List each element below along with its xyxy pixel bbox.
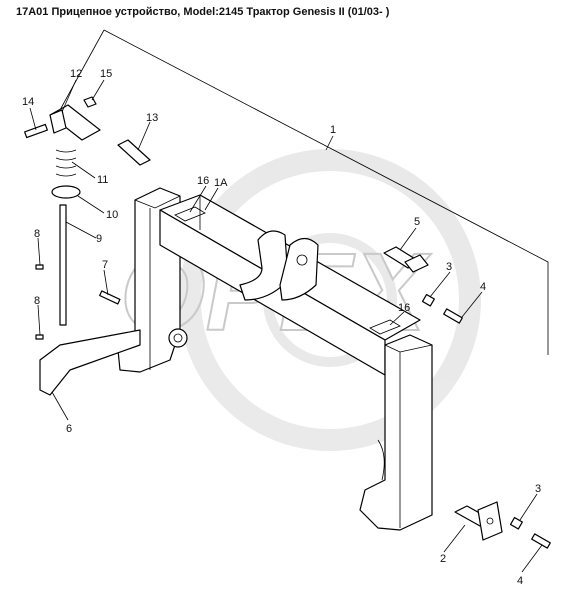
bolt-4-lower	[531, 533, 551, 549]
callout-6: 6	[66, 423, 72, 435]
leader-line-title	[59, 29, 105, 111]
callout-7: 7	[102, 259, 108, 271]
pin-7	[99, 290, 121, 305]
pin-8-upper	[35, 264, 44, 270]
callout-1a: 1A	[214, 177, 228, 189]
spring-11	[55, 149, 77, 177]
callout-3-upper: 3	[446, 261, 452, 273]
callout-8-upper: 8	[34, 228, 40, 240]
pin-2	[454, 501, 503, 541]
callout-4-lower: 4	[517, 575, 523, 587]
plate-16-left	[174, 206, 206, 222]
washer-10	[51, 185, 81, 199]
callout-9: 9	[96, 233, 102, 245]
callout-16-left: 16	[197, 175, 209, 187]
assembly-bracket-line	[103, 29, 549, 355]
bolt-14	[24, 123, 48, 139]
callout-15: 15	[100, 68, 112, 80]
pin-13	[117, 139, 151, 166]
callout-12: 12	[70, 68, 82, 80]
pin-8-lower	[35, 334, 44, 340]
plate-16-right	[369, 319, 401, 335]
callout-3-lower: 3	[535, 483, 541, 495]
rod-9	[59, 204, 67, 326]
callout-5: 5	[414, 216, 420, 228]
bolt-4-upper	[443, 308, 463, 324]
callout-16-right: 16	[398, 302, 410, 314]
callout-13: 13	[146, 112, 158, 124]
latch-assembly	[24, 96, 151, 396]
handle-6	[39, 329, 141, 396]
pin-5	[383, 246, 429, 273]
leader-lines	[29, 79, 543, 573]
callout-1: 1	[330, 124, 336, 136]
callout-labels: 1 1A 2 3 3 4 4 5 6 7 8 8 9 10 11 12 13 1…	[22, 68, 541, 587]
right-upright	[359, 334, 433, 531]
nut-3-lower	[509, 516, 523, 530]
callout-10: 10	[106, 209, 118, 221]
callout-8-lower: 8	[34, 295, 40, 307]
callout-4-upper: 4	[480, 281, 486, 293]
diagram-title: 17A01 Прицепное устройство, Model:2145 Т…	[16, 6, 390, 18]
callout-2: 2	[440, 553, 446, 565]
callout-11: 11	[97, 174, 108, 186]
top-hooks	[239, 230, 319, 301]
nut-15	[83, 96, 97, 108]
callout-14: 14	[22, 96, 34, 108]
